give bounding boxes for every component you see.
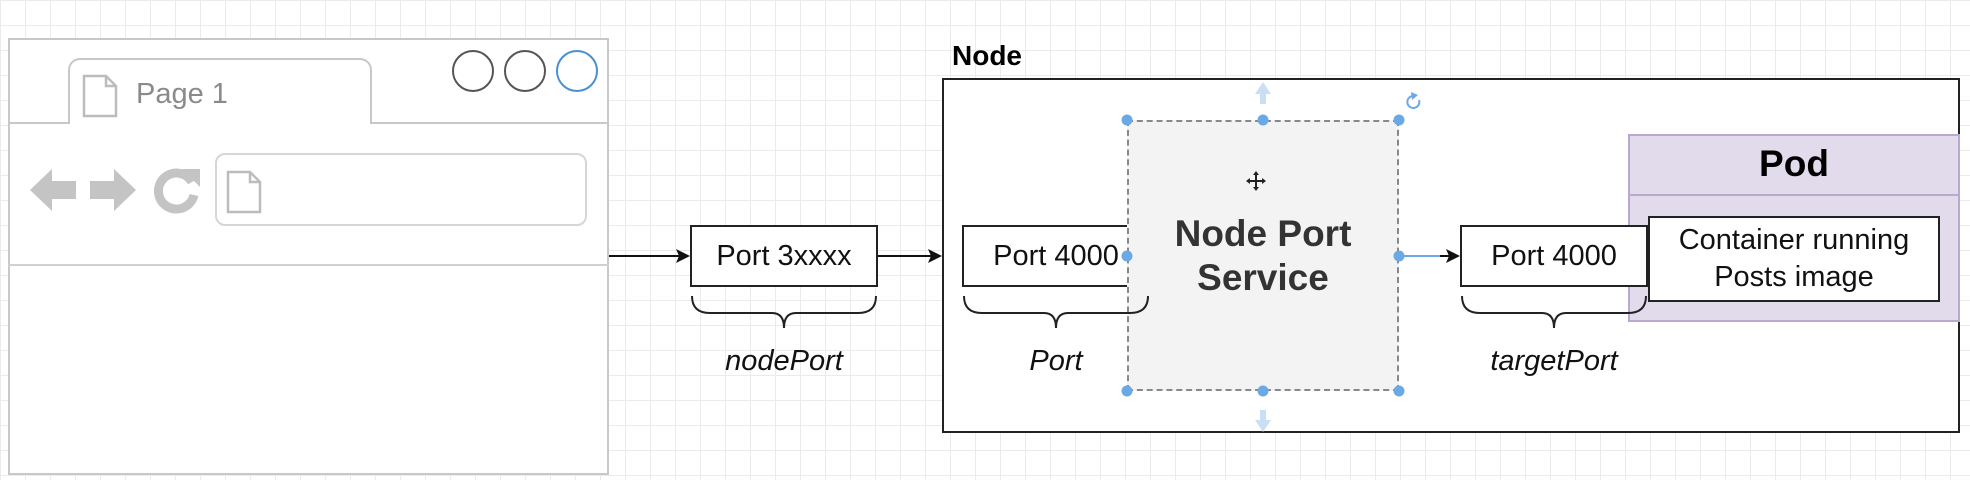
back-arrow-icon[interactable]: [28, 165, 78, 215]
target-port-label: targetPort: [1490, 345, 1618, 377]
url-bar[interactable]: [215, 153, 587, 226]
browser-tab[interactable]: [68, 58, 372, 124]
brace-nodeport: [691, 295, 877, 329]
arrow-browser-to-nodeport[interactable]: [609, 249, 690, 263]
node-port-service-box[interactable]: Node Port Service: [1127, 120, 1399, 391]
container-line1: Container running: [1678, 224, 1910, 256]
container-box[interactable]: Container running Posts image: [1648, 216, 1940, 302]
service-port-label: Port: [1029, 345, 1083, 377]
document-icon: [82, 74, 118, 118]
tab-label: Page 1: [136, 78, 228, 110]
document-icon: [226, 170, 262, 214]
pod-title: Pod: [1628, 134, 1960, 196]
selection-handles[interactable]: [1121, 114, 1405, 397]
arrow-service-to-targetport[interactable]: [1399, 249, 1460, 263]
tab-divider: [8, 122, 70, 124]
service-port-box[interactable]: Port 4000: [962, 225, 1150, 287]
target-port-box[interactable]: Port 4000: [1460, 225, 1648, 287]
move-cursor-icon: [1246, 171, 1266, 191]
window-control-icon[interactable]: [504, 50, 546, 92]
node-title: Node: [952, 40, 1022, 71]
brace-target-port: [1461, 295, 1647, 329]
service-title-line2: Service: [1197, 256, 1329, 298]
resize-down-arrow-icon[interactable]: [1255, 410, 1271, 432]
node-port-box[interactable]: Port 3xxxx: [690, 225, 878, 287]
rotate-handle-icon[interactable]: [1406, 92, 1421, 109]
node-port-label: nodePort: [725, 345, 843, 377]
reload-icon[interactable]: [152, 165, 202, 215]
service-title-line1: Node Port: [1174, 212, 1352, 254]
browser-content-divider: [8, 264, 609, 266]
brace-service-port: [963, 295, 1149, 329]
forward-arrow-icon[interactable]: [88, 165, 138, 215]
window-control-icon[interactable]: [452, 50, 494, 92]
arrow-nodeport-to-node[interactable]: [878, 249, 942, 263]
resize-up-arrow-icon[interactable]: [1255, 82, 1271, 104]
window-control-icon[interactable]: [556, 50, 598, 92]
container-line2: Posts image: [1714, 261, 1874, 293]
tab-divider: [370, 122, 609, 124]
